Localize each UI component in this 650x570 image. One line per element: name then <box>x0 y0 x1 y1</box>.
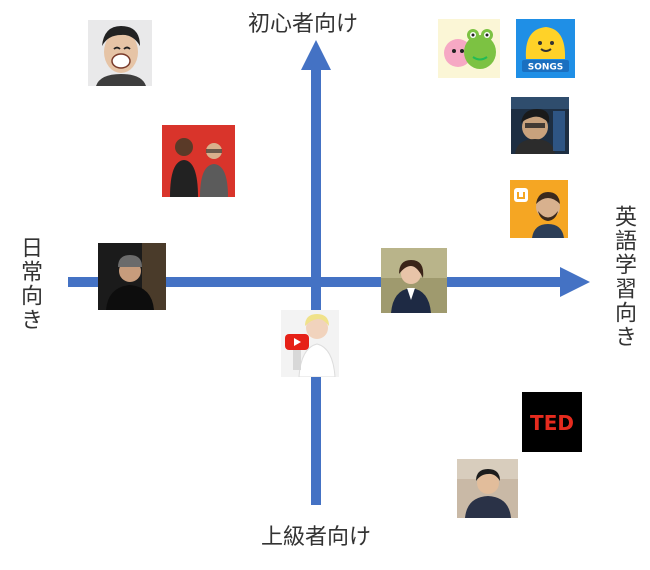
axis-label-top: 初心者向け <box>248 12 359 37</box>
person-portrait-icon <box>88 20 152 86</box>
person-portrait-icon <box>98 243 166 310</box>
thumb-cartoon-frog[interactable] <box>438 19 500 78</box>
animated-character-icon <box>511 97 569 154</box>
songs-logo-text: SONGS <box>528 63 564 73</box>
thumb-woman-outdoor[interactable] <box>381 248 447 313</box>
ted-logo-text: TED <box>530 411 574 435</box>
axis-label-right: 英語学習向き <box>611 205 636 349</box>
person-portrait-icon <box>457 459 518 518</box>
thumb-songs-logo[interactable]: SONGS <box>516 19 575 78</box>
ted-logo-icon: TED <box>522 392 582 452</box>
thumb-ted-logo[interactable]: TED <box>522 392 582 452</box>
axis-label-bottom: 上級者向け <box>261 525 372 550</box>
thumb-laughing-man[interactable] <box>88 20 152 86</box>
thumb-young-man[interactable] <box>457 459 518 518</box>
duo-portrait-icon <box>162 125 235 197</box>
thumb-woman-youtube[interactable] <box>281 310 339 377</box>
thumb-two-men-red[interactable] <box>162 125 235 197</box>
songs-logo-icon: SONGS <box>516 19 575 78</box>
thumb-man-beanie[interactable] <box>98 243 166 310</box>
cartoon-characters-icon <box>438 19 500 78</box>
youtube-play-icon <box>281 310 339 377</box>
person-portrait-icon <box>510 180 568 238</box>
thumb-bearded-man[interactable] <box>510 180 568 238</box>
horizontal-axis-arrowhead <box>560 267 590 297</box>
axis-label-left: 日常向き <box>17 236 42 332</box>
vertical-axis-arrowhead <box>301 40 331 70</box>
person-portrait-icon <box>381 248 447 313</box>
thumb-animated-dark[interactable] <box>511 97 569 154</box>
